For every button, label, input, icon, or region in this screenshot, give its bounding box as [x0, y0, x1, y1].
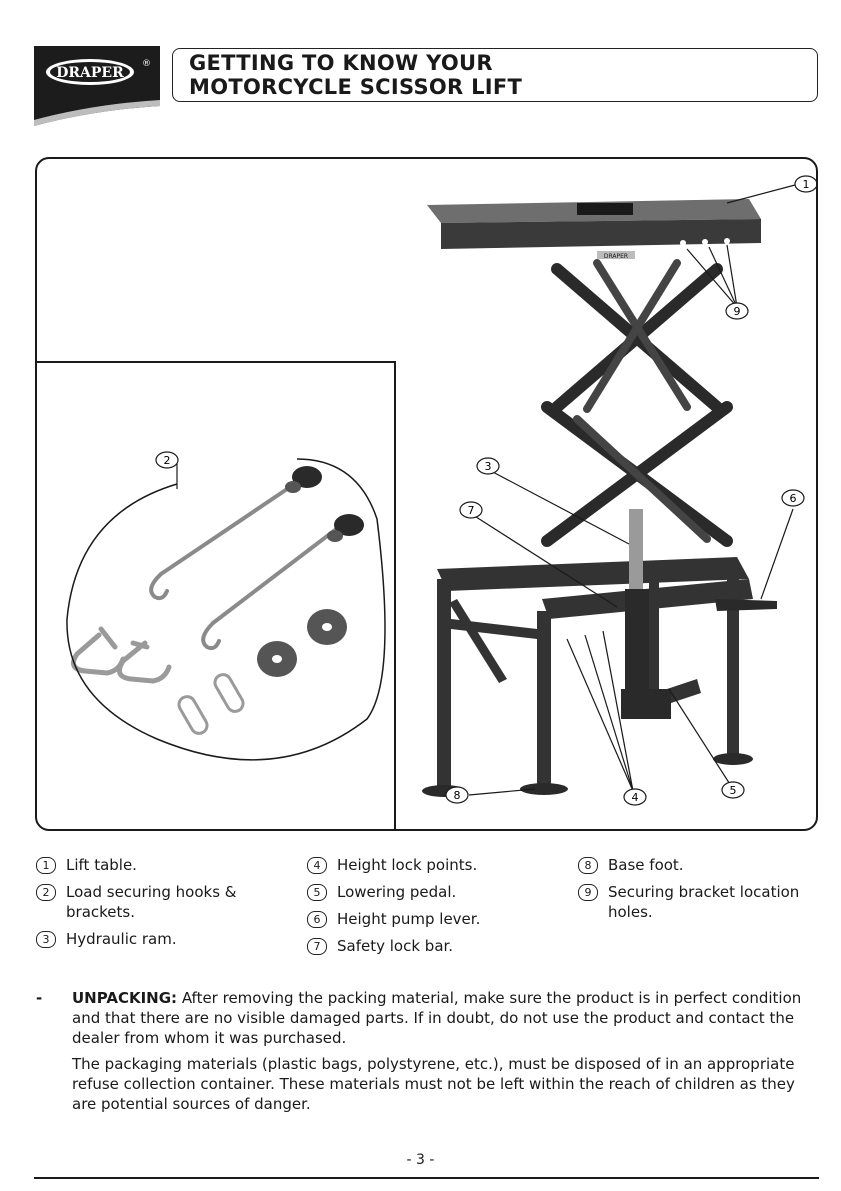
legend-item: 1 Lift table.	[36, 855, 276, 875]
legend-column-2: 4 Height lock points. 5 Lowering pedal. …	[307, 855, 547, 963]
legend-text: Hydraulic ram.	[66, 930, 177, 948]
legend-number: 7	[307, 938, 327, 955]
legend-number: 3	[36, 931, 56, 948]
u-brackets	[70, 626, 172, 684]
unpacking-heading: UNPACKING:	[72, 989, 178, 1007]
callout-3-label: 3	[485, 460, 492, 473]
lift-diagram: DRAPER	[37, 175, 816, 829]
callout-9: 9	[725, 302, 749, 320]
page-title-box: GETTING TO KNOW YOUR MOTORCYCLE SCISSOR …	[172, 48, 818, 102]
legend-item: 8 Base foot.	[578, 855, 818, 875]
load-securing-hooks	[149, 479, 341, 651]
callout-4-label: 4	[632, 791, 639, 804]
logo-text: DRAPER	[56, 65, 124, 81]
callout-5: 5	[721, 781, 745, 799]
legend-item: 6 Height pump lever.	[307, 909, 547, 929]
scissor-arms-back	[573, 259, 711, 543]
legend-number: 1	[36, 857, 56, 874]
accessory-outline	[66, 458, 386, 761]
legend-number: 8	[578, 857, 598, 874]
legend-text: Securing bracket location holes.	[608, 883, 800, 921]
legend-column-3: 8 Base foot. 9 Securing bracket location…	[578, 855, 818, 929]
legend-number: 5	[307, 884, 327, 901]
legend-text: Height pump lever.	[337, 910, 481, 928]
callout-2-label: 2	[164, 454, 171, 467]
page-title-line2: MOTORCYCLE SCISSOR LIFT	[189, 75, 523, 99]
legend-item: 4 Height lock points.	[307, 855, 547, 875]
unpacking-body: UNPACKING: After removing the packing ma…	[72, 988, 816, 1048]
washers	[257, 609, 347, 677]
legend-text: Safety lock bar.	[337, 937, 454, 955]
table-badge-text: DRAPER	[604, 253, 628, 260]
callout-5-label: 5	[730, 784, 737, 797]
callout-1: 1	[794, 175, 816, 193]
hook-knobs	[285, 466, 364, 542]
callout-6: 6	[781, 489, 805, 507]
callout-8-label: 8	[454, 789, 461, 802]
legend-text: Lowering pedal.	[337, 883, 457, 901]
legend-item: 7 Safety lock bar.	[307, 936, 547, 956]
callout-7: 7	[459, 501, 483, 519]
packaging-text: The packaging materials (plastic bags, p…	[72, 1055, 795, 1113]
bracket-loops	[177, 673, 245, 735]
legend-number: 4	[307, 857, 327, 874]
legend-column-1: 1 Lift table. 2 Load securing hooks & br…	[36, 855, 276, 956]
packaging-paragraph: The packaging materials (plastic bags, p…	[36, 1054, 816, 1114]
page-title-line1: GETTING TO KNOW YOUR	[189, 51, 493, 75]
draper-logo: DRAPER ®	[34, 44, 162, 126]
callout-8: 8	[445, 786, 469, 804]
callout-1-label: 1	[803, 178, 810, 191]
inset-border	[37, 361, 396, 829]
hydraulic-ram	[621, 509, 671, 719]
pump-lever	[715, 599, 777, 611]
legend-item: 9 Securing bracket location holes.	[578, 882, 818, 922]
callout-2: 2	[155, 451, 179, 469]
legend-text: Base foot.	[608, 856, 684, 874]
lift-table: DRAPER	[427, 199, 761, 260]
base-frame	[437, 557, 753, 787]
scissor-arms	[541, 263, 733, 547]
legend-text: Height lock points.	[337, 856, 478, 874]
registered-mark: ®	[142, 59, 151, 69]
legend-number: 2	[36, 884, 56, 901]
legend-text: Lift table.	[66, 856, 137, 874]
legend-item: 2 Load securing hooks & brackets.	[36, 882, 276, 922]
callout-6-label: 6	[790, 492, 797, 505]
callout-leaders	[176, 184, 796, 796]
page-number: - 3 -	[406, 1152, 435, 1168]
unpacking-text: After removing the packing material, mak…	[72, 989, 802, 1047]
callout-4: 4	[623, 788, 647, 806]
callout-7-label: 7	[468, 504, 475, 517]
legend-number: 6	[307, 911, 327, 928]
callout-9-label: 9	[734, 305, 741, 318]
legend-item: 5 Lowering pedal.	[307, 882, 547, 902]
lift-diagram-frame: DRAPER	[35, 157, 818, 831]
callout-3: 3	[476, 457, 500, 475]
footer-rule	[34, 1177, 819, 1179]
base-feet	[422, 753, 753, 797]
legend-number: 9	[578, 884, 598, 901]
bullet-dash: -	[36, 989, 43, 1007]
unpacking-paragraph: - UNPACKING: After removing the packing …	[36, 988, 816, 1048]
legend-text: Load securing hooks & brackets.	[66, 883, 237, 921]
legend-item: 3 Hydraulic ram.	[36, 929, 276, 949]
